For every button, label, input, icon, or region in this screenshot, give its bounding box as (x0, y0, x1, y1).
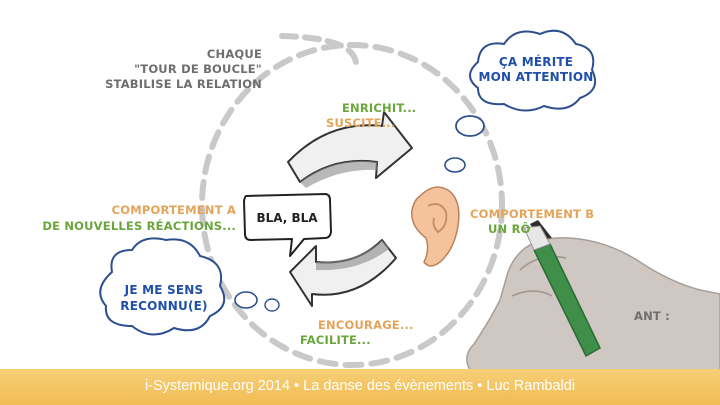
ant-label: ANT : (634, 309, 670, 323)
cloud-right-text-line2: MON ATTENTION (478, 70, 594, 84)
cloud-left-puff-1 (234, 291, 258, 309)
speech-bubble-text: BLA, BLA (256, 211, 318, 225)
dashed-loop-tail (279, 33, 360, 71)
cloud-left-text-line2: RECONNU(E) (120, 299, 208, 313)
cloud-right (469, 29, 596, 112)
cloud-right-puff-2 (444, 157, 466, 173)
speech-bubble (243, 193, 332, 257)
facilite-label: FACILITE... (300, 333, 371, 347)
loop-stabilizes-label-line3: STABILISE LA RELATION (105, 77, 262, 91)
enrichit-label: ENRICHIT... (342, 101, 417, 115)
cloud-left-puff-2 (264, 298, 280, 312)
cloud-left (99, 237, 226, 336)
comportement-a-label: COMPORTEMENT A (111, 203, 236, 217)
cloud-left-text-line1: JE ME SENS (124, 283, 204, 297)
footer-bar: i-Systemique.org 2014 • La danse des évè… (0, 369, 720, 405)
loop-stabilizes-label-line1: CHAQUE (206, 47, 262, 61)
curved-arrow-top (287, 111, 413, 188)
suscite-label: SUSCITE... (326, 116, 396, 130)
footer-credit-text: i-Systemique.org 2014 • La danse des évè… (144, 378, 576, 394)
curved-arrow-bottom (289, 239, 397, 307)
cloud-right-text-line1: ÇA MÉRITE (498, 55, 574, 69)
encourage-label: ENCOURAGE... (318, 318, 414, 332)
comportement-b-label: COMPORTEMENT B (470, 207, 595, 221)
cloud-right-puff-1 (455, 115, 485, 137)
un-role-label: UN RÔ (488, 222, 531, 236)
dashed-loop-circle (199, 42, 505, 368)
ear-icon (411, 186, 460, 267)
nouvelles-reactions-label: DE NOUVELLES RÉACTIONS... (42, 219, 236, 233)
drawing-hand-illustration (466, 220, 720, 371)
loop-stabilizes-label-line2: "TOUR DE BOUCLE" (134, 62, 262, 76)
